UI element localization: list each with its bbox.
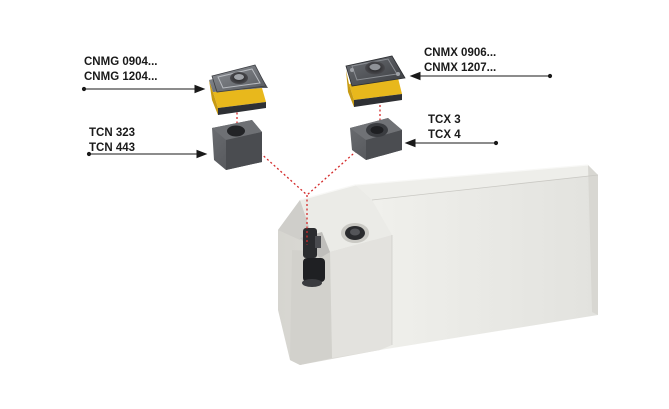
label-tcx-4: TCX 4 bbox=[428, 129, 461, 141]
label-cnmx-1207: CNMX 1207... bbox=[424, 62, 496, 74]
callout-labels: CNMG 0904... CNMG 1204... TCN 323 TCN 44… bbox=[84, 47, 496, 154]
cnmx-insert-icon bbox=[345, 55, 406, 107]
callout-leaders bbox=[81, 71, 553, 159]
tcn-shim-icon bbox=[212, 120, 262, 170]
label-cnmx-0906: CNMX 0906... bbox=[424, 47, 496, 59]
label-tcn-443: TCN 443 bbox=[89, 142, 135, 154]
label-cnmg-1204: CNMG 1204... bbox=[84, 71, 158, 83]
label-tcn-323: TCN 323 bbox=[89, 127, 135, 139]
label-cnmg-0904: CNMG 0904... bbox=[84, 56, 158, 68]
label-tcx-3: TCX 3 bbox=[428, 114, 461, 126]
tcx-shim-icon bbox=[350, 118, 402, 160]
toolholder-icon bbox=[278, 164, 599, 365]
cnmg-insert-icon bbox=[209, 64, 268, 115]
assembly-guide-lines bbox=[236, 78, 381, 245]
